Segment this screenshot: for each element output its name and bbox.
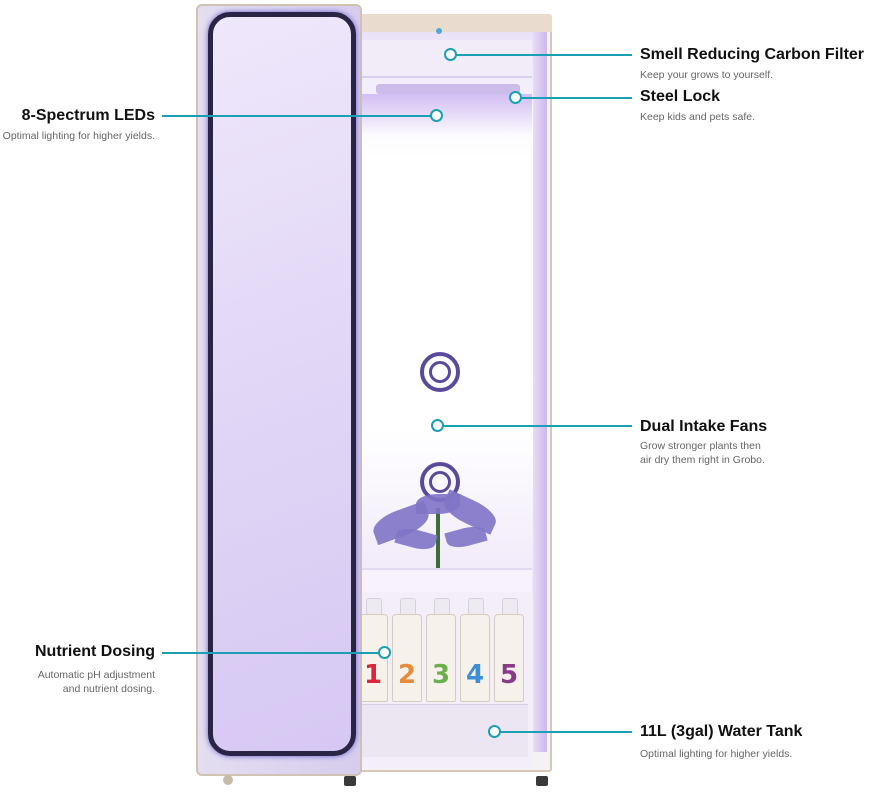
bottle-number: 3 — [431, 660, 451, 690]
steel-lock-title: Steel Lock — [640, 88, 721, 105]
water-tank-desc: Optimal lighting for higher yields. — [640, 748, 793, 760]
callout-dot-carbon-filter — [444, 48, 457, 61]
cabinet-top — [330, 14, 552, 32]
callout-dot-nutrient — [378, 646, 391, 659]
cabinet-foot — [536, 776, 548, 786]
nutrient-desc-line2: and nutrient dosing. — [62, 683, 155, 695]
cabinet-side-glow — [533, 32, 547, 752]
nutrient-desc-line1: Automatic pH adjustment — [37, 669, 155, 681]
carbon-filter-desc: Keep your grows to yourself. — [640, 69, 774, 81]
plant-leaf — [416, 494, 460, 514]
plant-stem — [436, 508, 440, 574]
callout-dot-steel-lock — [509, 91, 522, 104]
bottle-number: 4 — [465, 660, 485, 690]
door-hinge — [223, 775, 233, 785]
callout-dot-water-tank — [488, 725, 501, 738]
callout-line-leds — [162, 115, 432, 117]
carbon-filter-panel — [352, 40, 532, 78]
bottle-number: 1 — [363, 660, 383, 690]
leds-desc: Optimal lighting for higher yields. — [2, 130, 155, 142]
nutrient-bottle: 3 — [426, 614, 456, 702]
nutrient-bottle: 5 — [494, 614, 524, 702]
steel-lock-desc: Keep kids and pets safe. — [640, 111, 755, 123]
leds-title: 8-Spectrum LEDs — [21, 107, 155, 124]
fan-icon — [420, 352, 460, 392]
nutrient-bottle: 4 — [460, 614, 490, 702]
callout-line-steel-lock — [521, 97, 632, 99]
carbon-filter-title: Smell Reducing Carbon Filter — [640, 46, 865, 63]
grow-shelf — [346, 568, 532, 592]
water-tank — [352, 704, 528, 757]
water-tank-title: 11L (3gal) Water Tank — [640, 723, 803, 740]
callout-line-carbon-filter — [456, 54, 632, 56]
callout-dot-fans — [431, 419, 444, 432]
callout-dot-leds — [430, 109, 443, 122]
nutrient-bottle: 2 — [392, 614, 422, 702]
callout-line-water-tank — [500, 731, 632, 733]
bottle-number: 2 — [397, 660, 417, 690]
led-light-bar — [376, 84, 520, 94]
fans-title: Dual Intake Fans — [640, 418, 768, 435]
fans-desc-line2: air dry them right in Grobo. — [640, 454, 765, 466]
cabinet-foot — [344, 776, 356, 786]
fans-desc-line1: Grow stronger plants then — [640, 440, 761, 452]
door-glow-panel — [208, 12, 356, 756]
bottle-number: 5 — [499, 660, 519, 690]
nutrient-title: Nutrient Dosing — [35, 643, 155, 660]
status-light — [436, 28, 442, 34]
callout-line-nutrient — [162, 652, 382, 654]
callout-line-fans — [443, 425, 632, 427]
